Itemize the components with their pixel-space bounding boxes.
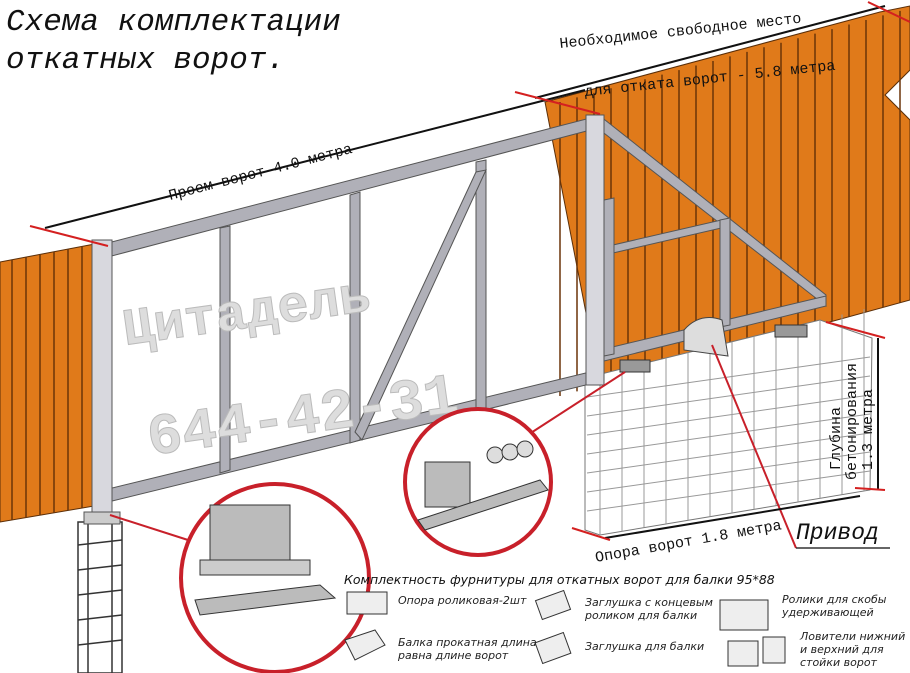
grid-line xyxy=(586,413,871,455)
depth-label-line2: бетонирования xyxy=(844,363,861,480)
end-cap-icon xyxy=(534,631,572,665)
beam-icon xyxy=(344,629,386,661)
catcher-upper-icon xyxy=(762,636,786,664)
legend-item: Опора роликовая-2шт xyxy=(398,594,526,607)
depth-label-line1: Глубина xyxy=(828,407,845,470)
grid-line xyxy=(586,356,871,398)
watermark-name: Цитадель xyxy=(119,268,374,361)
bracket-rollers-icon xyxy=(719,599,769,631)
legend-icons xyxy=(344,589,786,667)
legend-text: и верхний для xyxy=(800,643,884,656)
watermark: Цитадель 644-42-31 xyxy=(119,267,464,473)
legend-text: Опора роликовая-2шт xyxy=(398,594,527,607)
detail-callout-rollers xyxy=(403,371,626,557)
legend-text: Ролики для скобы xyxy=(782,593,887,606)
legend-text: роликом для балки xyxy=(585,609,698,622)
legend-text: удерживающей xyxy=(782,606,874,619)
diagram-title: Схема комплектации откатных ворот. xyxy=(6,4,341,80)
gate-frame xyxy=(83,114,827,525)
title-line2: откатных ворот. xyxy=(6,43,286,78)
catcher-icon xyxy=(727,640,759,667)
legend-text: Ловители нижний xyxy=(800,630,906,643)
legend-title: Комплектность фурнитуры для откатных вор… xyxy=(344,572,775,587)
legend-text: стойки ворот xyxy=(800,656,877,669)
title-line1: Схема комплектации xyxy=(6,5,341,40)
detail-callout-bottom-support xyxy=(109,482,371,673)
concrete-foundation xyxy=(584,309,873,536)
grid-line xyxy=(586,451,871,493)
rebar-cage xyxy=(77,521,123,673)
legend-text: Заглушка с концевым xyxy=(585,596,713,609)
depth-label-line3: 1.3 метра xyxy=(860,389,877,470)
legend-item: Заглушка для балки xyxy=(585,640,704,653)
roller-support-icon xyxy=(346,591,388,615)
grid-line xyxy=(586,432,871,474)
gate-drive xyxy=(619,317,890,549)
end-cap-roller-icon xyxy=(534,589,572,621)
legend-text: Балка прокатная длина xyxy=(398,636,537,649)
legend-text: Заглушка для балки xyxy=(585,640,705,653)
grid-line xyxy=(586,394,871,436)
dimension-lines xyxy=(29,1,910,541)
grid-line xyxy=(586,470,871,512)
left-fence xyxy=(0,242,101,523)
drive-label: Привод xyxy=(796,520,879,546)
legend-text: равна длине ворот xyxy=(398,649,509,662)
grid-line xyxy=(586,375,871,417)
